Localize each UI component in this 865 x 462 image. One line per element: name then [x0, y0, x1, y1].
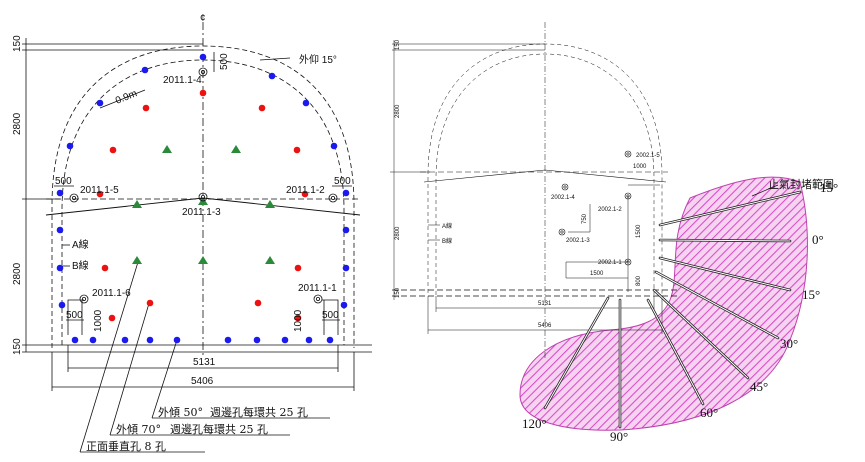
hole-label-2011-1-4: 2011.1-4: [163, 75, 202, 86]
dim-outer-5406: 5406: [191, 376, 214, 387]
center-mark: ¢: [200, 13, 206, 24]
dim-bottom-150: 150: [12, 338, 23, 355]
dim-right-1000: 1000: [293, 309, 304, 332]
green-holes: [132, 145, 275, 264]
spacing-label: 0.9m: [114, 88, 139, 107]
seal-zone-label: 止氣封堵範圍: [768, 177, 834, 191]
left-holes: [56, 53, 350, 344]
r-line-b-label: B線: [442, 237, 452, 245]
r-hole-2002-1-5: 2002.1-5: [636, 153, 660, 159]
r-dim-lower-2800: 2800: [395, 226, 401, 240]
r-dim-inner-5131: 5131: [538, 301, 552, 307]
line-a-label: A線: [72, 238, 89, 251]
angle-90: 90°: [610, 429, 628, 444]
r-hole-2002-1-3: 2002.1-3: [566, 238, 590, 244]
r-dim-1000: 1000: [633, 164, 647, 170]
red-holes: [96, 89, 309, 322]
r-dim-1500-v: 1500: [636, 224, 642, 238]
angle-15-top: 15°: [820, 180, 838, 195]
dim-right-mid-500: 500: [334, 176, 351, 187]
dim-right-low-500: 500: [322, 310, 339, 321]
note-angle-50: 外傾 50°: [158, 405, 203, 419]
angle-45: 45°: [750, 379, 768, 394]
line-b-label: B線: [72, 259, 89, 272]
angle-15-bottom: 15°: [802, 287, 820, 302]
dim-upper-2800: 2800: [12, 112, 23, 135]
r-dim-750: 750: [582, 213, 588, 224]
right-drawing: [390, 22, 808, 431]
r-hole-2002-1-4: 2002.1-4: [551, 195, 575, 201]
r-dim-upper-2800: 2800: [395, 104, 401, 118]
dim-left-1000: 1000: [93, 309, 104, 332]
note-vertical-holes: 正面垂直孔 8 孔: [86, 439, 166, 453]
dim-left-low-500: 500: [66, 310, 83, 321]
hole-label-2011-1-6: 2011.1-6: [92, 288, 131, 299]
hole-label-2011-1-1: 2011.1-1: [298, 283, 337, 294]
angle-30: 30°: [780, 336, 798, 351]
left-drawing: [22, 22, 372, 453]
dim-top-150: 150: [12, 35, 23, 52]
dim-top-500: 500: [219, 53, 230, 70]
dim-lower-2800: 2800: [12, 262, 23, 285]
outer-angle-label: 外仰 15°: [299, 54, 337, 66]
angle-0: 0°: [812, 232, 824, 247]
left-outer-profile: [51, 45, 355, 348]
r-line-a-label: A線: [442, 222, 452, 230]
angle-60: 60°: [700, 405, 718, 420]
dim-left-mid-500: 500: [55, 176, 72, 187]
dim-inner-5131: 5131: [193, 357, 216, 368]
note-text-50: 週邊孔每環共 25 孔: [210, 405, 308, 419]
r-dim-1500-h: 1500: [590, 271, 604, 277]
hole-label-2011-1-2: 2011.1-2: [286, 185, 325, 196]
hole-label-2011-1-5: 2011.1-5: [80, 185, 119, 196]
blue-holes: [56, 53, 350, 344]
angle-120: 120°: [522, 416, 547, 431]
left-text: ¢ 150 2800 2800 150 500 外仰 15° 2011.1-4 …: [12, 13, 351, 453]
r-dim-bottom-150: 150: [395, 287, 401, 298]
hole-label-2011-1-3: 2011.1-3: [182, 207, 221, 218]
right-text: 150 2800 2800 150 2002.1-5 1000 2002.1-4…: [395, 39, 838, 444]
note-angle-70: 外傾 70°: [116, 422, 161, 436]
r-dim-top-150: 150: [395, 39, 401, 50]
right-probe-markers: [558, 150, 632, 266]
probe-markers: [69, 67, 338, 304]
r-hole-2002-1-2: 2002.1-2: [598, 207, 622, 213]
r-hole-2002-1-1: 2002.1-1: [598, 260, 622, 266]
note-text-70: 週邊孔每環共 25 孔: [170, 422, 268, 436]
r-dim-800: 800: [636, 275, 642, 286]
r-dim-outer-5406: 5406: [538, 323, 552, 329]
